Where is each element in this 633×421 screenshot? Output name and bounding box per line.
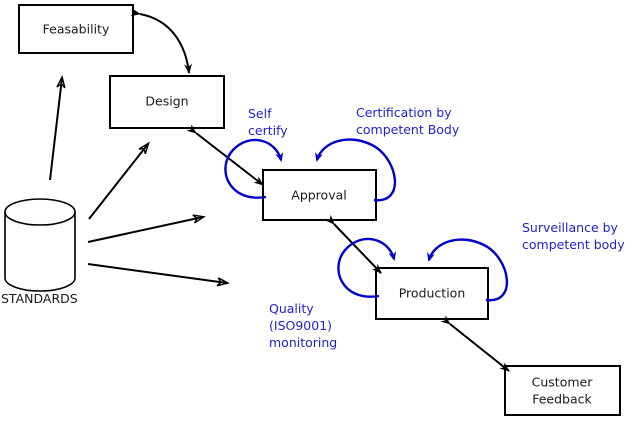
node-approval-box[interactable] [262, 169, 377, 221]
arrow-standards-to-approval[interactable] [87, 217, 203, 243]
loop-quality-monitoring-label-line2: (ISO9001) [269, 318, 332, 333]
loop-surveillance-label-line1: Surveillance by [522, 220, 619, 235]
node-design-label: Design [145, 94, 188, 109]
arrow-design-to-approval[interactable] [186, 124, 264, 186]
loop-self-certify-label-line2: certify [248, 123, 288, 138]
loop-certification-arc[interactable] [315, 138, 397, 202]
loop-self-certify-label-line1: Self [248, 106, 272, 121]
arrow-design-to-feasability[interactable] [130, 8, 192, 74]
node-customer-feedback-box[interactable] [504, 365, 621, 416]
arrow-production-to-customer-feedback[interactable] [440, 315, 510, 372]
standards-cylinder-body[interactable] [4, 212, 76, 292]
loop-quality-monitoring-label-line3: monitoring [269, 335, 337, 350]
node-approval[interactable]: Approval [262, 169, 377, 221]
loop-quality-monitoring-label-line1: Quality [269, 301, 314, 316]
loop-certification-label-line1: Certification by [356, 105, 452, 120]
node-design-box[interactable] [109, 75, 225, 129]
node-design[interactable]: Design [109, 75, 225, 129]
datastore-standards[interactable]: STANDARDS [1, 198, 78, 306]
loop-self-certify-arc[interactable] [224, 138, 284, 199]
node-feasability[interactable]: Feasability [18, 4, 134, 54]
node-production-box[interactable] [375, 267, 489, 320]
arrow-standards-to-production[interactable] [87, 263, 227, 283]
node-production[interactable]: Production [375, 267, 489, 320]
loop-surveillance-label-line2: competent body [522, 237, 625, 252]
arrow-standards-to-feasability[interactable] [49, 78, 62, 181]
node-feasability-box[interactable] [18, 4, 134, 54]
arrow-standards-to-design[interactable] [88, 144, 148, 220]
node-approval-label: Approval [291, 188, 346, 203]
node-customer-feedback[interactable]: Customer Feedback [504, 365, 621, 416]
node-customer-feedback-label-line1: Customer [532, 375, 594, 390]
node-customer-feedback-label-line2: Feedback [532, 392, 592, 407]
standards-cylinder-top[interactable] [4, 198, 76, 226]
arrow-approval-to-production[interactable] [324, 214, 382, 274]
node-production-label: Production [399, 286, 466, 301]
loop-certification-label-line2: competent Body [356, 122, 460, 137]
loop-surveillance-arc[interactable] [427, 238, 509, 302]
node-feasability-label: Feasability [43, 22, 110, 37]
datastore-standards-label: STANDARDS [1, 291, 78, 306]
loop-quality-monitoring-arc[interactable] [337, 237, 397, 298]
